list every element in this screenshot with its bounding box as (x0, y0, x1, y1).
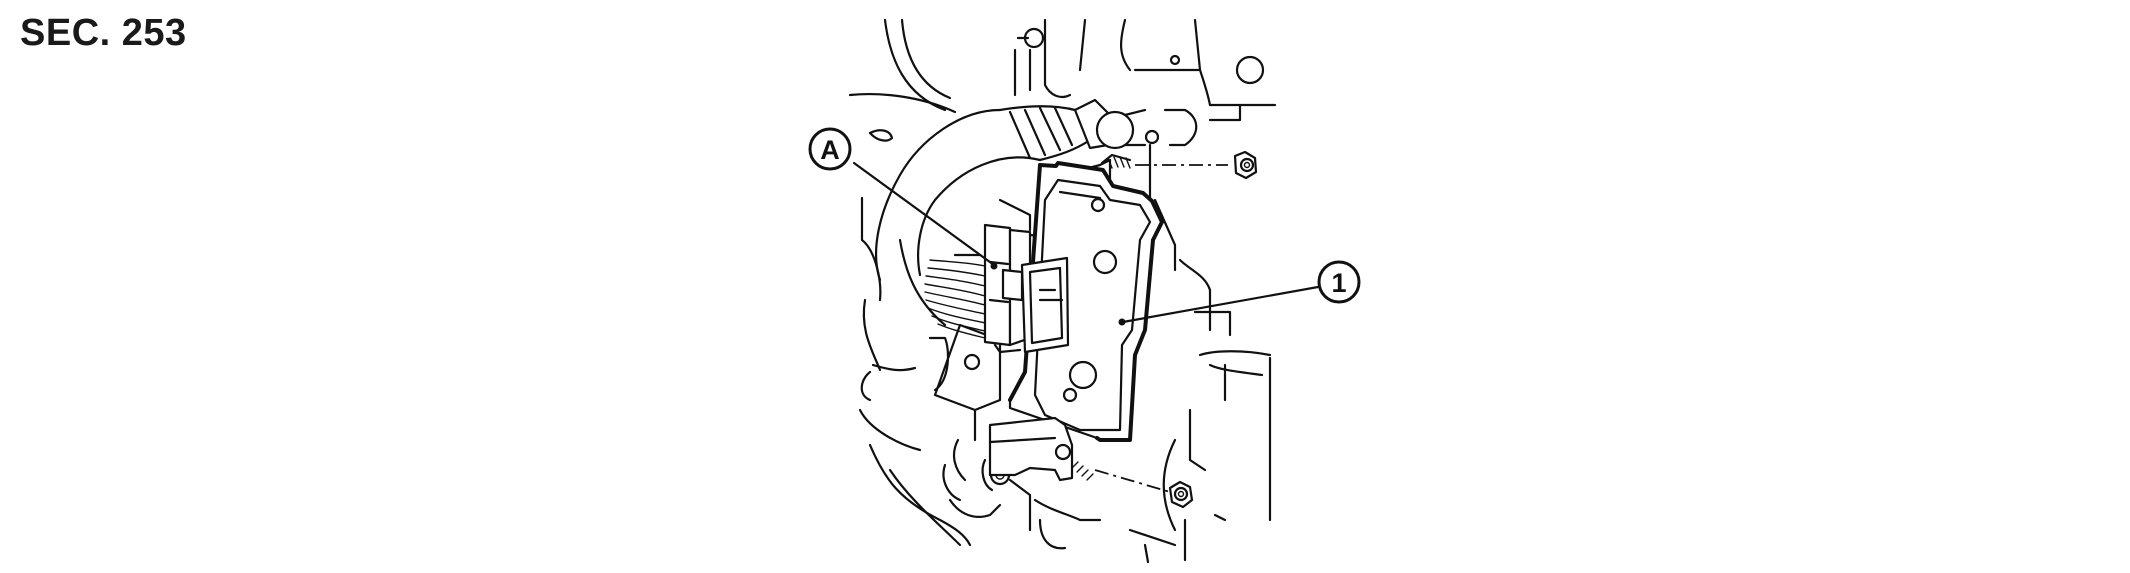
callout-a-label: A (820, 135, 840, 165)
background-structure (848, 18, 1277, 564)
wire-harness (874, 98, 1147, 339)
callout-1-label: 1 (1331, 268, 1346, 298)
mounting-nuts (1094, 150, 1258, 509)
callout-a: A (808, 127, 998, 270)
harness-connector (983, 223, 1042, 354)
upper-nut (1233, 150, 1258, 180)
control-unit (988, 153, 1164, 482)
section-label: SEC. 253 (20, 12, 187, 54)
callout-1: 1 (1118, 260, 1361, 326)
lower-nut (1168, 480, 1194, 509)
